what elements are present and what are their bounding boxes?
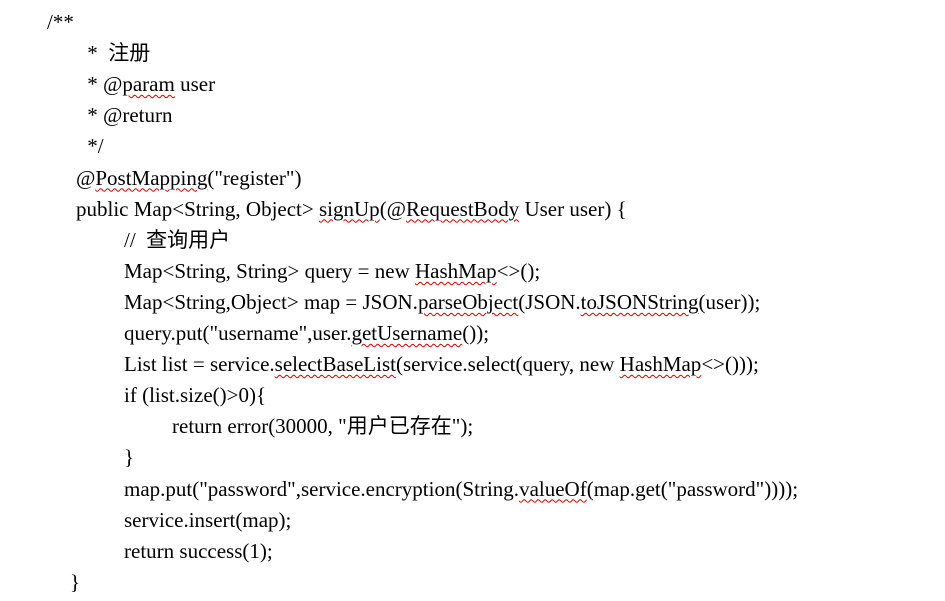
code-text: List list = service. xyxy=(124,352,275,377)
code-text: if (list.size()>0){ xyxy=(124,383,267,408)
code-text: <>())); xyxy=(701,352,759,377)
code-text: (service.select(query, new xyxy=(395,352,620,377)
code-text: * 注册 xyxy=(82,41,151,66)
code-text: return success(1); xyxy=(124,538,273,563)
code-line: * @return xyxy=(82,103,172,127)
code-line: return success(1); xyxy=(124,539,273,563)
spellcheck-flagged-word: signUp xyxy=(319,196,380,221)
code-text: ()); xyxy=(462,321,490,345)
spellcheck-flagged-word: param xyxy=(122,72,175,97)
code-text: (map.get("password")))); xyxy=(586,476,799,501)
code-text: } xyxy=(70,569,81,594)
spellcheck-flagged-word: selectBaseList xyxy=(274,352,396,377)
code-text: map.put("password",service.encryption(St… xyxy=(124,476,520,501)
code-line: service.insert(map); xyxy=(124,508,291,532)
code-text: <>(); xyxy=(496,258,541,283)
code-line: map.put("password",service.encryption(St… xyxy=(124,477,798,501)
code-line: } xyxy=(70,570,80,594)
code-line: Map<String,Object> map = JSON.parseObjec… xyxy=(124,290,760,314)
code-line: public Map<String, Object> signUp(@Reque… xyxy=(76,197,627,221)
spellcheck-flagged-word: getUsername xyxy=(351,321,463,345)
code-text: user xyxy=(174,72,216,97)
code-line: /** xyxy=(47,10,74,34)
spellcheck-flagged-word: toJSONString xyxy=(580,289,699,314)
code-line: List list = service.selectBaseList(servi… xyxy=(124,352,759,376)
spellcheck-flagged-word: valueOf xyxy=(519,476,587,501)
spellcheck-flagged-word: RequestBody xyxy=(406,196,520,221)
code-text: Map<String, String> query = new xyxy=(124,258,416,283)
spellcheck-flagged-word: parseObject xyxy=(417,289,519,314)
code-text: } xyxy=(124,445,135,470)
spellcheck-flagged-word: PostMapping xyxy=(95,165,208,190)
code-text: ("register") xyxy=(207,165,302,190)
code-text: (user)); xyxy=(698,289,761,314)
code-text: * @return xyxy=(82,103,173,128)
spellcheck-flagged-word: HashMap xyxy=(415,258,497,283)
code-text: @ xyxy=(76,165,96,190)
code-line: @PostMapping("register") xyxy=(76,166,301,190)
code-text: (JSON. xyxy=(518,289,581,314)
code-text: (@ xyxy=(379,196,407,221)
code-line: query.put("username",user.getUsername())… xyxy=(124,321,489,345)
code-text: /** xyxy=(47,10,74,34)
code-line: */ xyxy=(82,134,104,159)
code-line: * @param user xyxy=(82,72,215,96)
spellcheck-flagged-word: HashMap xyxy=(619,352,702,377)
code-line: Map<String, String> query = new HashMap<… xyxy=(124,259,540,283)
code-text: * @ xyxy=(82,72,123,97)
code-text: */ xyxy=(82,134,104,159)
code-text: User user) { xyxy=(519,196,627,221)
code-text: public Map<String, Object> xyxy=(76,196,319,221)
code-text: service.insert(map); xyxy=(124,507,292,532)
code-text: query.put("username",user. xyxy=(124,321,352,345)
code-line: } xyxy=(124,445,134,469)
code-line: return error(30000, "用户已存在"); xyxy=(172,414,473,438)
code-text: Map<String,Object> map = JSON. xyxy=(124,289,418,314)
code-line: * 注册 xyxy=(82,41,150,65)
code-text: return error(30000, "用户已存在"); xyxy=(172,414,474,439)
code-text: // 查询用户 xyxy=(124,227,231,252)
code-line: // 查询用户 xyxy=(124,228,230,252)
code-line: if (list.size()>0){ xyxy=(124,383,266,407)
